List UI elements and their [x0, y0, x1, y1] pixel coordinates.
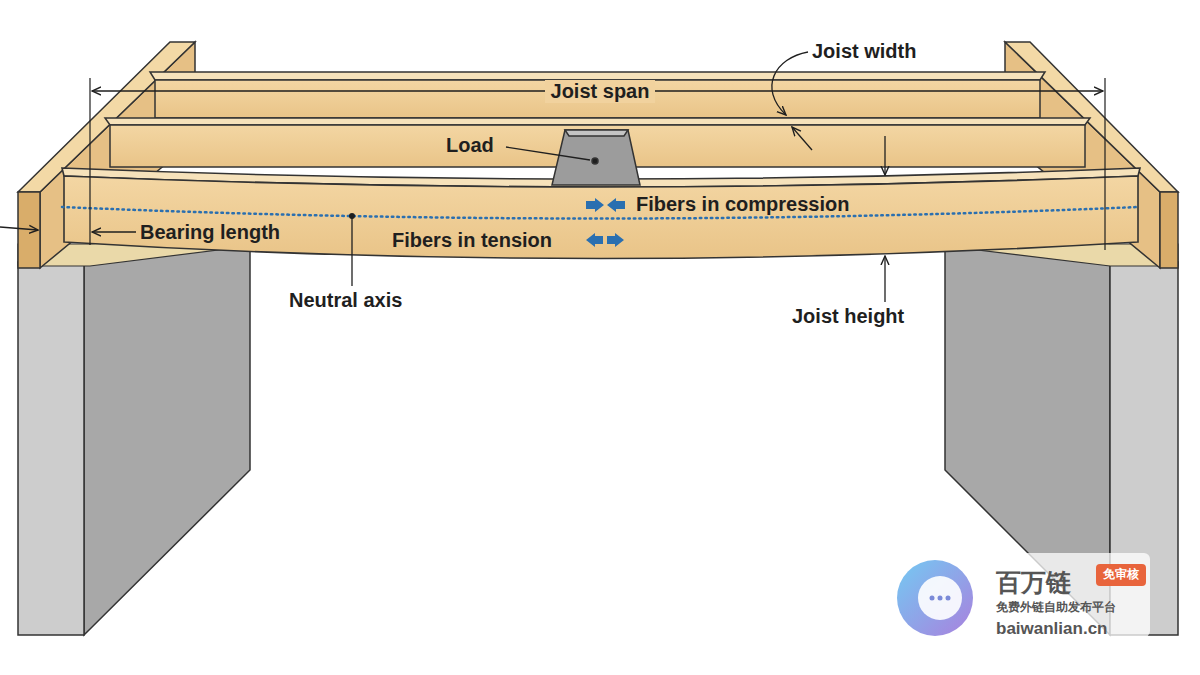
joist: [150, 72, 1045, 118]
callout-label: Neutral axis: [289, 289, 402, 312]
leader-line: [351, 216, 352, 286]
callout-label: Fibers in tension: [392, 229, 552, 252]
tension-arrows: [586, 233, 624, 247]
height-dimension: [884, 136, 885, 302]
watermark-text: 免费外链自助发布平台: [996, 601, 1116, 615]
dimension-label: Bearing length: [140, 221, 280, 244]
compression-arrows: [586, 198, 625, 212]
load-weight: [552, 130, 640, 185]
watermark-text: 百万链: [996, 568, 1071, 597]
watermark-text: baiwanlian.cn: [996, 619, 1107, 639]
dimension-label: Joist span: [545, 80, 656, 103]
watermark-badge: 免审核: [1103, 568, 1139, 582]
leader-line: [772, 52, 812, 150]
leader-line: [506, 147, 590, 160]
concrete-pier: [18, 245, 250, 635]
dimension-label: Joist height: [792, 305, 904, 328]
neutral-axis-line: [62, 207, 1138, 219]
callout-label: Fibers in compression: [636, 193, 849, 216]
span-dimension: [90, 78, 1105, 250]
callout-label: Joist width: [812, 40, 916, 63]
bearing-dimension: [0, 227, 136, 232]
callout-label: Load: [446, 134, 494, 157]
